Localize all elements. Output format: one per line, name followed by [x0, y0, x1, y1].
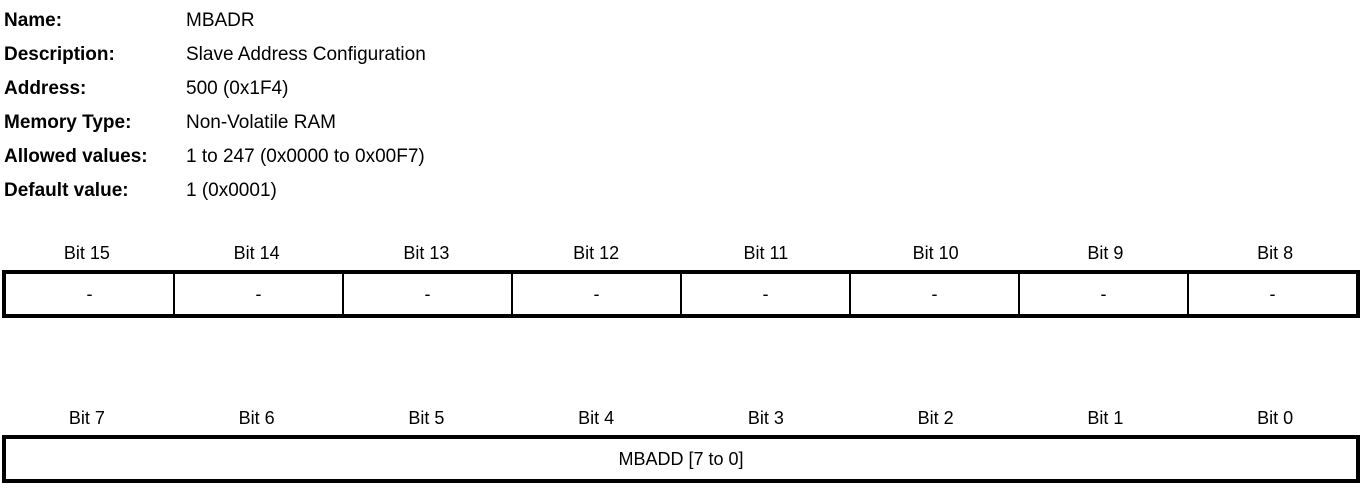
upper-register-table: - - - - - - - - — [2, 270, 1360, 318]
header-row-description: Description: Slave Address Configuration — [4, 38, 1362, 72]
lower-register-table: MBADD [7 to 0] — [2, 435, 1360, 483]
bit-label-10: Bit 10 — [912, 243, 959, 263]
header-value-allowed-values: 1 to 247 (0x0000 to 0x00F7) — [186, 146, 425, 167]
bit-field-mbadd: MBADD [7 to 0] — [618, 449, 744, 469]
header-row-address: Address: 500 (0x1F4) — [4, 72, 1362, 106]
lower-register-block: Bit 7 Bit 6 Bit 5 Bit 4 Bit 3 Bit 2 Bit … — [2, 405, 1360, 483]
header-row-name: Name: MBADR — [4, 4, 1362, 38]
bit-label-0: Bit 0 — [1257, 408, 1294, 428]
register-header: Name: MBADR Description: Slave Address C… — [4, 4, 1362, 208]
header-value-address: 500 (0x1F4) — [186, 78, 289, 99]
header-label-description: Description: — [4, 44, 115, 65]
bit-cell-11: - — [680, 274, 849, 314]
header-value-description: Slave Address Configuration — [186, 44, 426, 65]
bit-label-5: Bit 5 — [408, 408, 445, 428]
bit-label-4: Bit 4 — [578, 408, 615, 428]
header-value-default-value: 1 (0x0001) — [186, 180, 277, 201]
bit-label-9: Bit 9 — [1087, 243, 1124, 263]
header-value-name: MBADR — [186, 10, 255, 31]
header-label-default-value: Default value: — [4, 180, 129, 201]
bit-cell-13: - — [342, 274, 511, 314]
bit-cell-8: - — [1187, 274, 1356, 314]
bit-cell-9: - — [1018, 274, 1187, 314]
bit-label-1: Bit 1 — [1087, 408, 1124, 428]
bit-label-7: Bit 7 — [68, 408, 105, 428]
bit-label-8: Bit 8 — [1257, 243, 1294, 263]
bit-cell-12: - — [511, 274, 680, 314]
lower-bit-label-row: Bit 7 Bit 6 Bit 5 Bit 4 Bit 3 Bit 2 Bit … — [2, 405, 1360, 435]
bit-label-14: Bit 14 — [233, 243, 280, 263]
bit-label-6: Bit 6 — [238, 408, 275, 428]
header-label-address: Address: — [4, 78, 87, 99]
header-label-allowed-values: Allowed values: — [4, 146, 148, 167]
bit-label-15: Bit 15 — [63, 243, 110, 263]
header-value-memory-type: Non-Volatile RAM — [186, 112, 336, 133]
bit-cell-15: - — [86, 284, 93, 304]
header-label-name: Name: — [4, 10, 63, 31]
bit-label-12: Bit 12 — [573, 243, 620, 263]
header-label-memory-type: Memory Type: — [4, 112, 132, 133]
bit-cell-10: - — [849, 274, 1018, 314]
header-row-allowed-values: Allowed values: 1 to 247 (0x0000 to 0x00… — [4, 140, 1362, 174]
upper-bit-label-row: Bit 15 Bit 14 Bit 13 Bit 12 Bit 11 Bit 1… — [2, 240, 1360, 270]
header-row-default-value: Default value: 1 (0x0001) — [4, 174, 1362, 208]
upper-register-block: Bit 15 Bit 14 Bit 13 Bit 12 Bit 11 Bit 1… — [2, 240, 1360, 318]
bit-label-13: Bit 13 — [403, 243, 450, 263]
bit-cell-14: - — [173, 274, 342, 314]
bit-label-3: Bit 3 — [747, 408, 784, 428]
header-row-memory-type: Memory Type: Non-Volatile RAM — [4, 106, 1362, 140]
bit-label-2: Bit 2 — [917, 408, 954, 428]
bit-label-11: Bit 11 — [743, 243, 789, 263]
